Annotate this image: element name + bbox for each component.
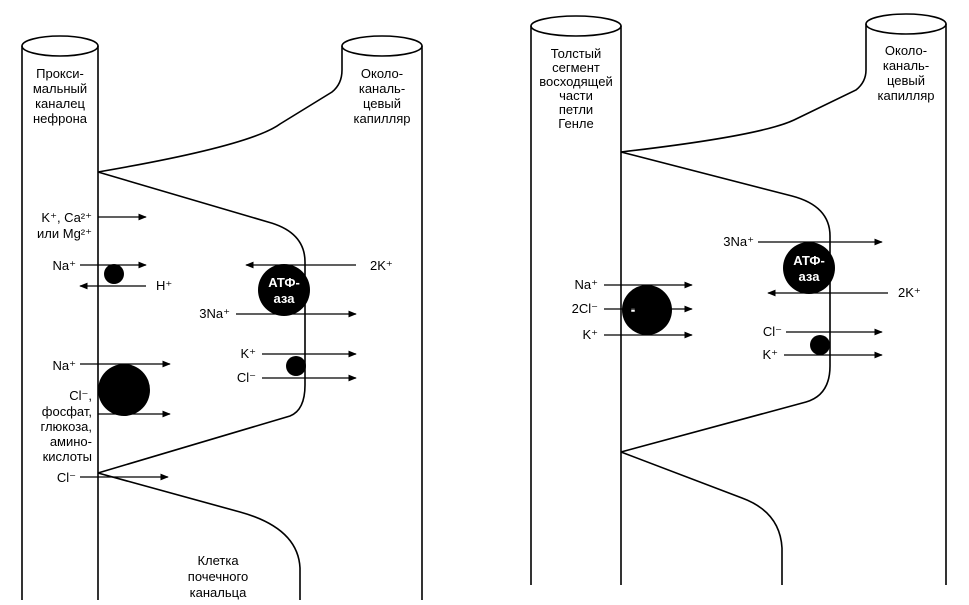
right-capillary-label-4: капилляр bbox=[878, 88, 935, 103]
right-ion-na: Na⁺ bbox=[575, 277, 598, 292]
right-panel: Толстый сегмент восходящей части петли Г… bbox=[530, 13, 947, 585]
left-atpase-label-1: АТФ- bbox=[268, 275, 300, 290]
right-ion-2cl: 2Cl⁻ bbox=[572, 301, 598, 316]
left-ion-na1: Na⁺ bbox=[53, 258, 76, 273]
left-cell-label-2: почечного bbox=[188, 569, 248, 584]
left-tubule-label-2: мальный bbox=[33, 81, 87, 96]
right-capillary-label-1: Около- bbox=[885, 43, 927, 58]
left-ion-amino-2: кислоты bbox=[43, 449, 92, 464]
left-k-cl-carrier bbox=[286, 356, 306, 376]
right-ion-3na: 3Na⁺ bbox=[723, 234, 754, 249]
left-ion-cl-right: Cl⁻ bbox=[237, 370, 256, 385]
left-tubule-label-1: Прокси- bbox=[36, 66, 84, 81]
right-ion-2k: 2K⁺ bbox=[898, 285, 921, 300]
left-ion-3na: 3Na⁺ bbox=[199, 306, 230, 321]
left-ion-phosphate: фосфат, bbox=[42, 404, 92, 419]
right-k-cl-carrier bbox=[810, 335, 830, 355]
left-cell-label-3: канальца bbox=[190, 585, 247, 600]
right-capillary-label-3: цевый bbox=[887, 73, 925, 88]
right-tubule-label-5: петли bbox=[559, 102, 593, 117]
left-ion-h: H⁺ bbox=[156, 278, 172, 293]
left-capillary-label-2: каналь- bbox=[359, 81, 405, 96]
left-capillary-label-4: капилляр bbox=[354, 111, 411, 126]
right-tubule-label-4: части bbox=[559, 88, 593, 103]
left-atpase-pump bbox=[258, 264, 310, 316]
right-nkcc-carrier bbox=[622, 285, 672, 335]
left-na-h-carrier bbox=[104, 264, 124, 284]
right-ion-k2: K⁺ bbox=[762, 347, 778, 362]
right-tubule-label-6: Генле bbox=[558, 116, 593, 131]
left-ion-na2: Na⁺ bbox=[53, 358, 76, 373]
left-capillary-label-1: Около- bbox=[361, 66, 403, 81]
left-na-cotransporter bbox=[98, 364, 150, 416]
right-atpase-pump bbox=[783, 242, 835, 294]
right-nkcc-carrier-dot bbox=[630, 307, 636, 313]
left-ion-or-mg: или Mg²⁺ bbox=[37, 226, 92, 241]
left-ion-k-ca: K⁺, Ca²⁺ bbox=[41, 210, 92, 225]
left-ion-glucose: глюкоза, bbox=[40, 419, 92, 434]
left-ion-cl-sym: Cl⁻, bbox=[69, 388, 92, 403]
left-tubule-cylinder bbox=[21, 35, 99, 600]
left-capillary-cylinder bbox=[97, 35, 423, 600]
left-capillary-label-3: цевый bbox=[363, 96, 401, 111]
right-ion-k: K⁺ bbox=[582, 327, 598, 342]
right-tubule-label-2: сегмент bbox=[552, 60, 600, 75]
left-ion-2k: 2K⁺ bbox=[370, 258, 393, 273]
right-atpase-label-2: аза bbox=[799, 269, 821, 284]
left-tubule-label-4: нефрона bbox=[33, 111, 88, 126]
right-tubule-label-3: восходящей bbox=[539, 74, 612, 89]
right-ion-cl: Cl⁻ bbox=[763, 324, 782, 339]
left-atpase-label-2: аза bbox=[274, 291, 296, 306]
right-capillary-cylinder bbox=[620, 13, 947, 585]
left-tubule-label-3: каналец bbox=[35, 96, 85, 111]
right-atpase-label-1: АТФ- bbox=[793, 253, 825, 268]
right-capillary-label-2: каналь- bbox=[883, 58, 929, 73]
left-ion-cl-bottom: Cl⁻ bbox=[57, 470, 76, 485]
left-ion-amino-1: амино- bbox=[50, 434, 92, 449]
left-ion-k: K⁺ bbox=[240, 346, 256, 361]
right-tubule-cylinder bbox=[530, 15, 622, 585]
left-cell-label-1: Клетка bbox=[197, 553, 239, 568]
left-panel: Прокси- мальный каналец нефрона Около- к… bbox=[21, 35, 423, 600]
right-tubule-label-1: Толстый bbox=[551, 46, 602, 61]
